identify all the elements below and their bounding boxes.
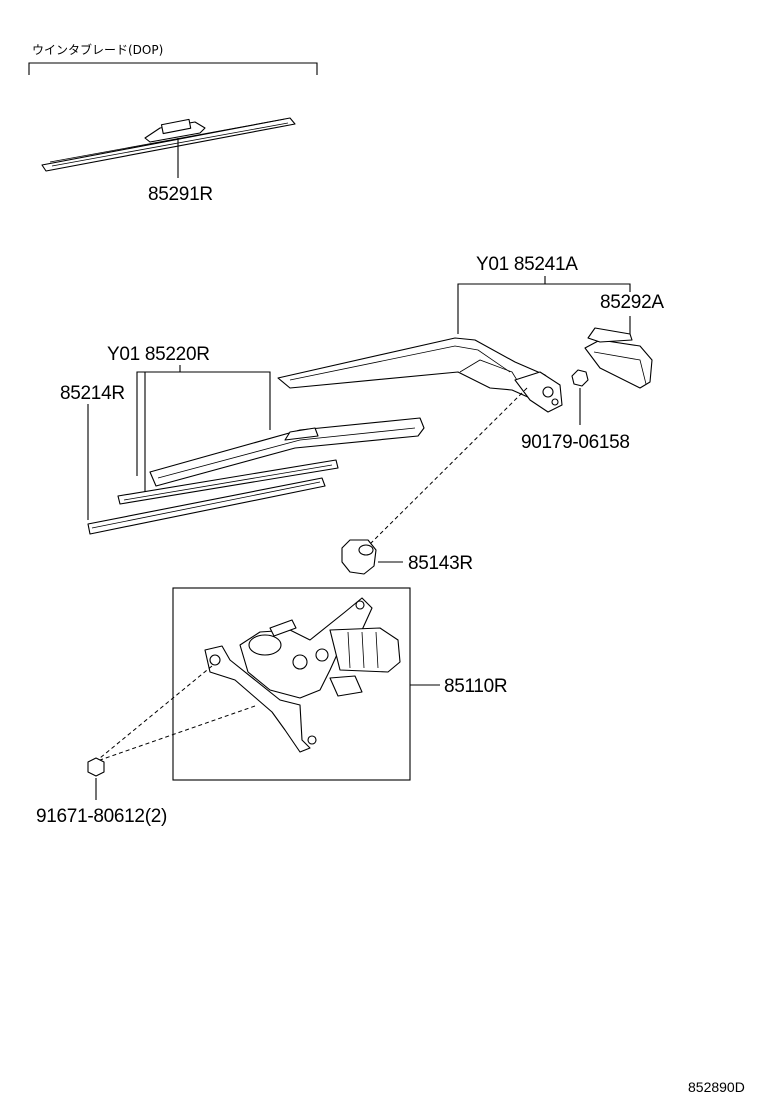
label-85214R[interactable]: 85214R <box>60 383 125 404</box>
blade-refill-85214R[interactable] <box>87 477 326 535</box>
label-85292A[interactable]: 85292A <box>600 292 665 313</box>
winter-blade-group: ウインタブレード(DOP) <box>28 42 318 75</box>
pivot-cap-85143R[interactable] <box>341 539 403 575</box>
label-85110R[interactable]: 85110R <box>444 676 508 697</box>
label-90179-06158[interactable]: 90179-06158 <box>521 432 630 453</box>
label-85220R[interactable]: Y01 85220R <box>107 344 210 365</box>
label-91671-80612[interactable]: 91671-80612(2) <box>36 806 167 827</box>
label-85143R[interactable]: 85143R <box>408 553 473 574</box>
motor-assembly-frame <box>172 587 411 781</box>
arm-cover-85292A[interactable] <box>584 327 653 389</box>
winter-blade-note: ウインタブレード(DOP) <box>32 42 163 57</box>
diagram-reference-code: 852890D <box>688 1079 745 1095</box>
wiper-motor-85110R[interactable] <box>204 597 401 753</box>
label-85241A[interactable]: Y01 85241A <box>476 254 579 275</box>
screw-91671-80612[interactable] <box>87 757 105 800</box>
nut-90179-06158[interactable] <box>571 369 589 425</box>
label-85291R[interactable]: 85291R <box>148 184 213 205</box>
winter-blade-85291R[interactable] <box>41 117 296 178</box>
wiper-blade-85220R[interactable] <box>117 417 425 505</box>
wiper-arm-85241A[interactable] <box>277 337 563 413</box>
